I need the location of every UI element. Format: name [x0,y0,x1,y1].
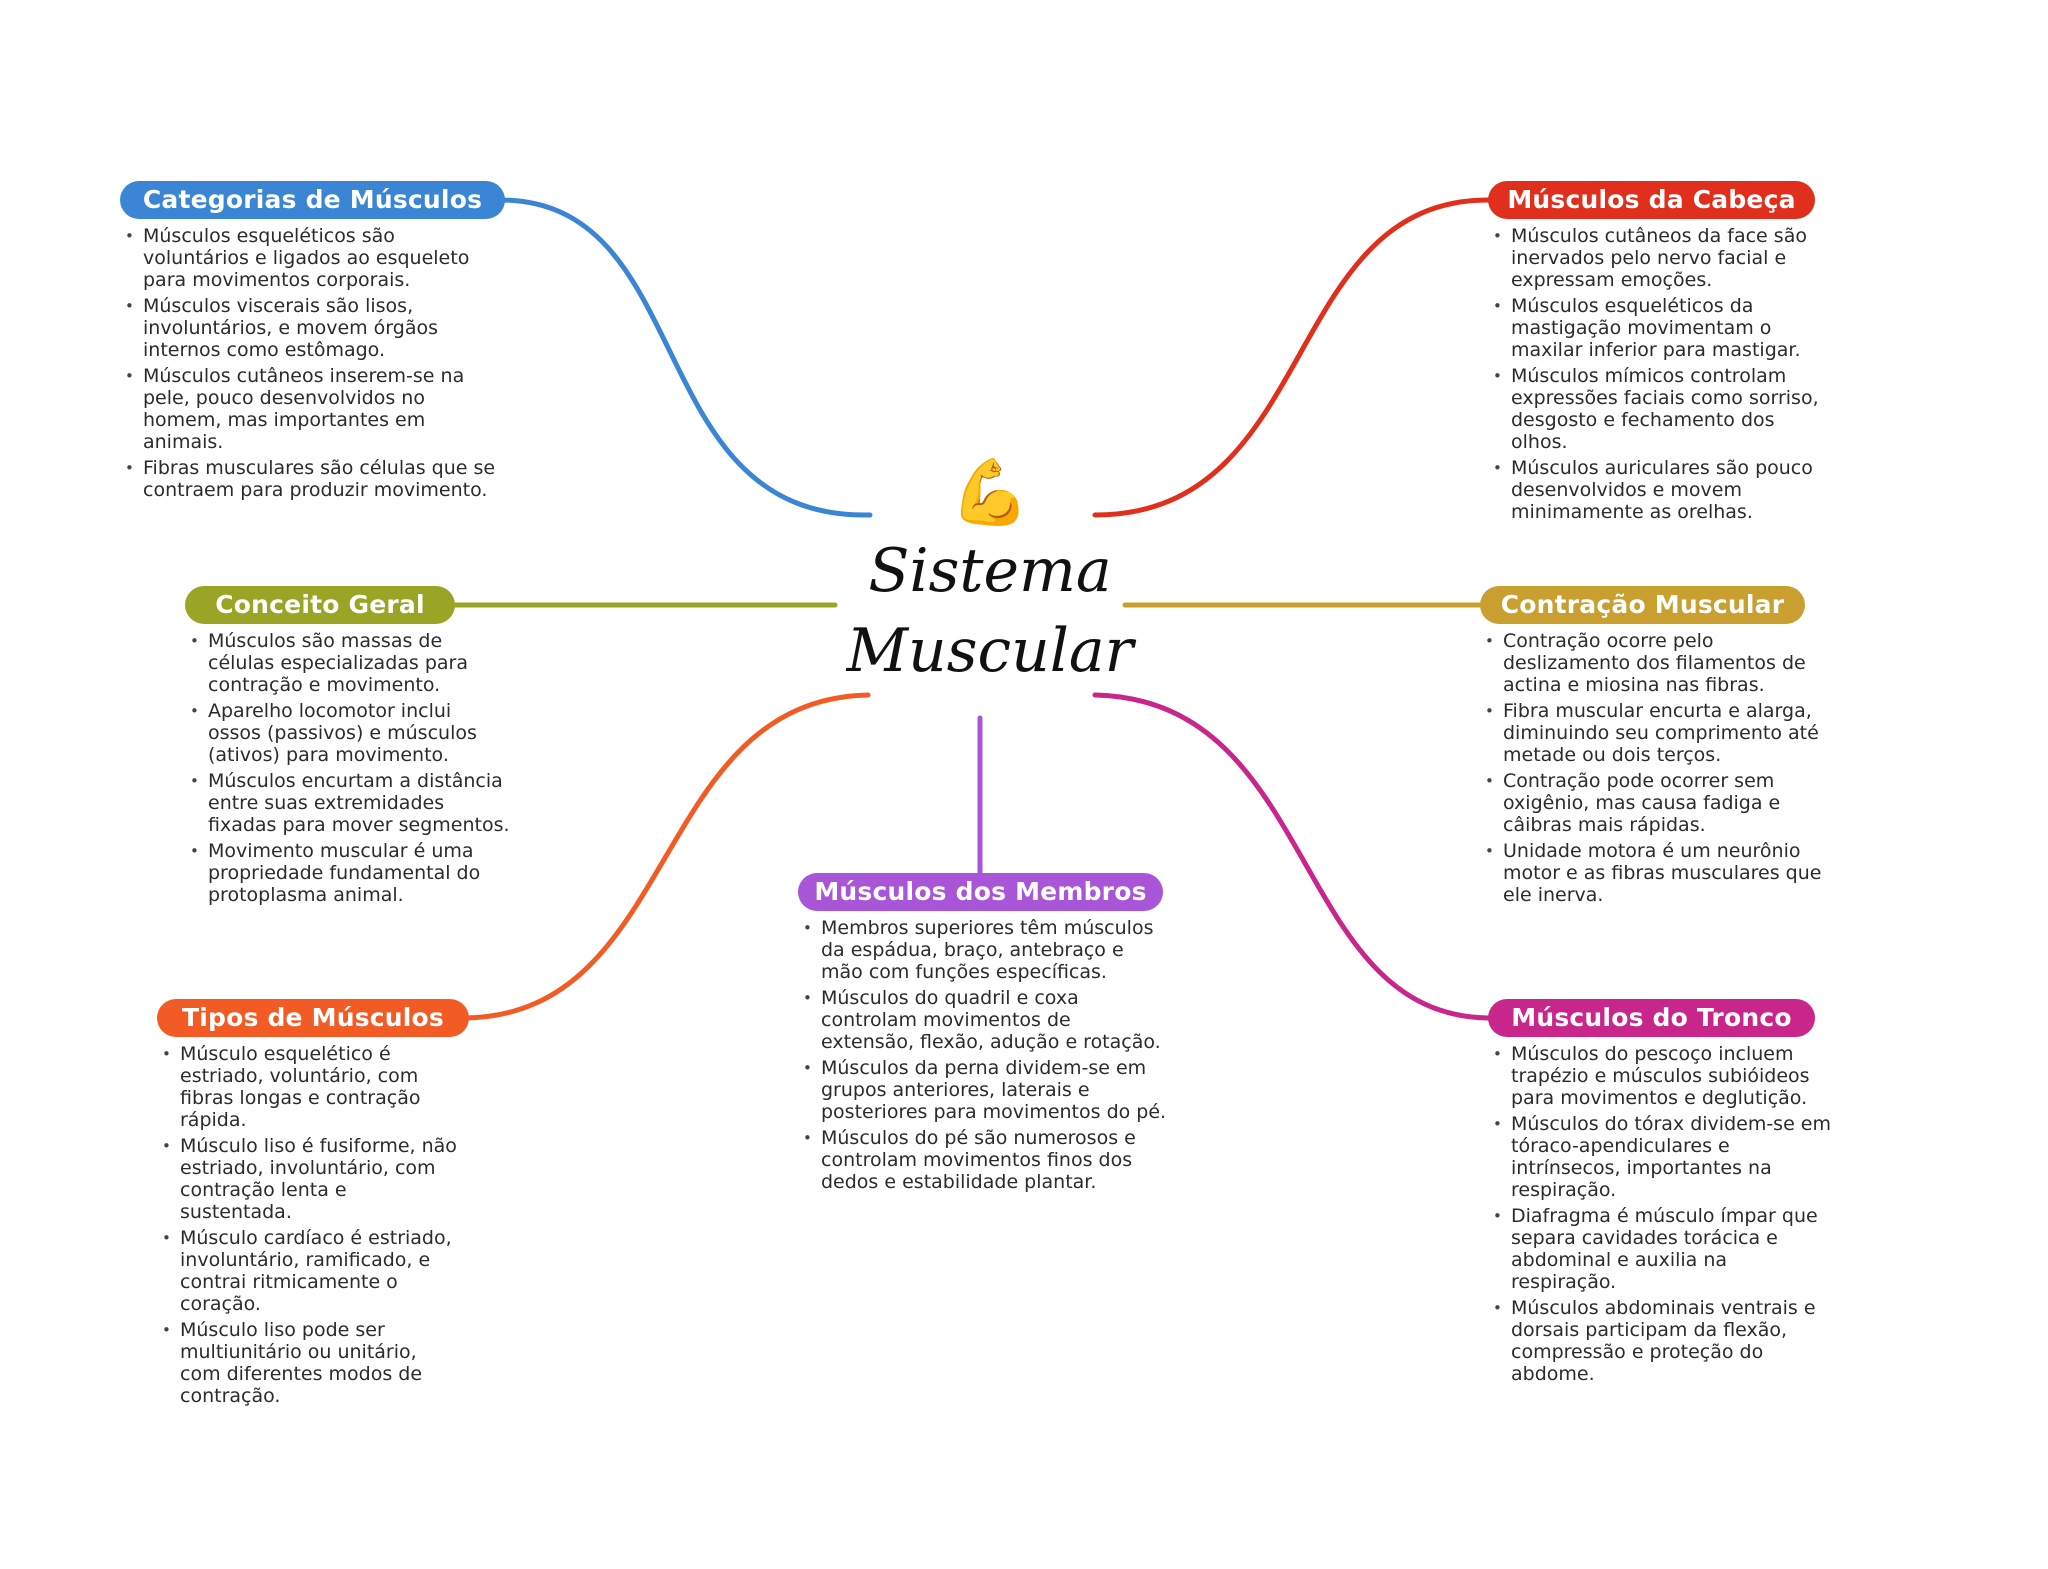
list-item: Músculos do pescoço incluem trapézio e m… [1493,1043,1838,1109]
branch-title-conceito[interactable]: Conceito Geral [185,586,455,624]
list-item: Músculos encurtam a distância entre suas… [190,770,510,836]
branch-title-categorias[interactable]: Categorias de Músculos [120,181,505,219]
central-title-line-2: Muscular [846,616,1134,686]
branch-title-tronco[interactable]: Músculos do Tronco [1488,999,1815,1037]
list-item: Músculo liso é fusiforme, não estriado, … [162,1135,462,1223]
list-item: Músculos da perna dividem-se em grupos a… [803,1057,1168,1123]
list-item: Músculo esquelético é estriado, voluntár… [162,1043,462,1131]
list-item: Contração pode ocorrer sem oxigênio, mas… [1485,770,1825,836]
list-item: Diafragma é músculo ímpar que separa cav… [1493,1205,1838,1293]
branch-list-cabeca: Músculos cutâneos da face são inervados … [1493,225,1833,527]
list-item: Músculos auriculares são pouco desenvolv… [1493,457,1833,523]
list-item: Músculos esqueléticos da mastigação movi… [1493,295,1833,361]
list-item: Membros superiores têm músculos da espád… [803,917,1168,983]
branch-list-tipos: Músculo esquelético é estriado, voluntár… [162,1043,462,1411]
list-item: Fibra muscular encurta e alarga, diminui… [1485,700,1825,766]
connector-categorias [497,197,873,518]
list-item: Músculos cutâneos inserem-se na pele, po… [125,365,500,453]
list-item: Músculos esqueléticos são voluntários e … [125,225,500,291]
list-item: Unidade motora é um neurônio motor e as … [1485,840,1825,906]
branch-list-contracao: Contração ocorre pelo deslizamento dos f… [1485,630,1825,910]
branch-title-cabeca[interactable]: Músculos da Cabeça [1488,181,1815,219]
list-item: Músculos viscerais são lisos, involuntár… [125,295,500,361]
branch-title-membros[interactable]: Músculos dos Membros [798,873,1163,911]
branch-title-tipos[interactable]: Tipos de Músculos [157,999,469,1037]
central-title-line-1: Sistema [868,536,1112,606]
list-item: Contração ocorre pelo deslizamento dos f… [1485,630,1825,696]
connector-cabeca [1092,197,1491,518]
list-item: Músculo liso pode ser multiunitário ou u… [162,1319,462,1407]
branch-list-conceito: Músculos são massas de células especiali… [190,630,510,910]
connector-tronco [1092,692,1491,1021]
connector-tipos [462,692,871,1021]
list-item: Fibras musculares são células que se con… [125,457,500,501]
branch-title-contracao[interactable]: Contração Muscular [1480,586,1805,624]
branch-list-membros: Membros superiores têm músculos da espád… [803,917,1168,1197]
list-item: Músculo cardíaco é estriado, involuntári… [162,1227,462,1315]
flexed-biceps-icon: 💪 [950,456,1030,530]
list-item: Músculos cutâneos da face são inervados … [1493,225,1833,291]
list-item: Músculos do tórax dividem-se em tóraco-a… [1493,1113,1838,1201]
list-item: Músculos do quadril e coxa controlam mov… [803,987,1168,1053]
list-item: Músculos são massas de células especiali… [190,630,510,696]
list-item: Movimento muscular é uma propriedade fun… [190,840,510,906]
branch-list-tronco: Músculos do pescoço incluem trapézio e m… [1493,1043,1838,1389]
branch-list-categorias: Músculos esqueléticos são voluntários e … [125,225,500,505]
list-item: Músculos do pé são numerosos e controlam… [803,1127,1168,1193]
central-topic: 💪 Sistema Muscular [840,455,1140,700]
list-item: Músculos abdominais ventrais e dorsais p… [1493,1297,1838,1385]
list-item: Músculos mímicos controlam expressões fa… [1493,365,1833,453]
list-item: Aparelho locomotor inclui ossos (passivo… [190,700,510,766]
